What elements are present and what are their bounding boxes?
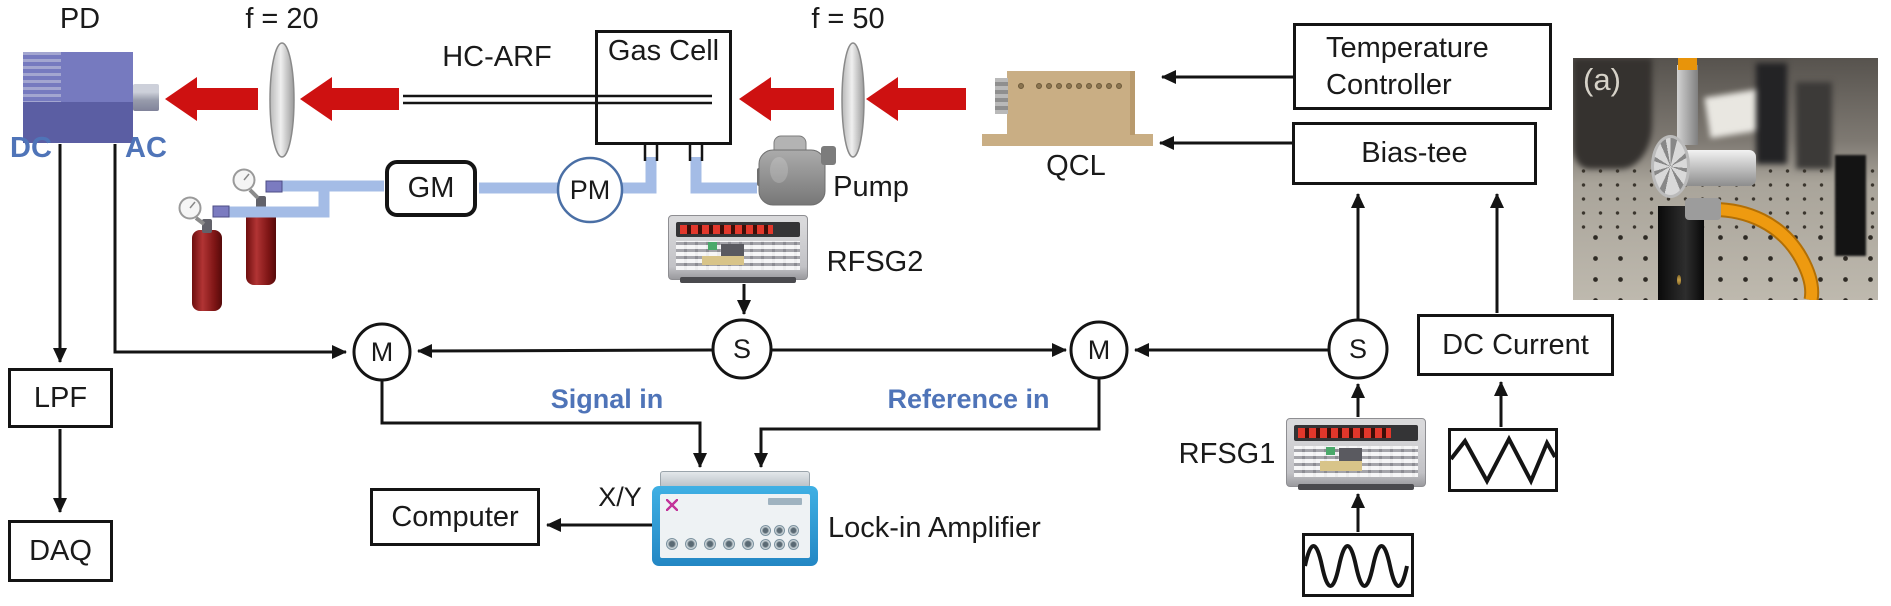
photo-optic-mount2 [1795,82,1833,170]
lockin-brand-mark [768,498,802,505]
photo-background-blur [1573,58,1653,170]
photo-flange-wheel [1650,135,1691,199]
f50-label: f = 50 [811,2,885,35]
gas-cell-label: Gas Cell [607,35,720,67]
lockin-instrument [652,486,818,566]
qcl-baseplate [982,134,1153,146]
photo-brass-screw [1676,275,1682,285]
bnc-connector-row [666,538,754,550]
signal-lines [53,70,1508,532]
reference-in-label: Reference in [887,383,1050,414]
daq-box: DAQ [8,520,113,582]
orange-fiber-cable-icon [1685,198,1820,300]
heatsink-fins-icon [23,52,61,102]
bnc-connector-cluster [760,525,804,550]
dc-current-label: DC Current [1442,328,1589,361]
splitter-right-label: S [1348,333,1367,364]
photo-post [1658,205,1705,300]
gas-cell-box: Gas Cell [595,30,732,145]
sine-wave-box [1302,533,1414,597]
f20-label: f = 20 [245,2,319,35]
gm-label: GM [407,172,455,204]
tube-fitting-right [265,180,283,193]
pd-connector [133,84,159,111]
triangle-wave-icon [1451,434,1555,486]
photo-tag-label: (a) [1583,62,1621,97]
sine-wave-icon [1305,544,1409,588]
triangle-wave-box [1448,428,1558,492]
pm-label: PM [569,174,611,205]
line-pd-ac-to-mixer [113,144,347,359]
tube-fitting-left [212,205,230,218]
lpf-label: LPF [33,381,88,414]
lens-f50-icon [841,42,865,158]
gas-cylinder-left [192,219,222,311]
beam-arrow-4 [866,77,966,121]
rfsg1-display [1293,425,1419,442]
zurich-logo-icon [666,499,678,511]
line-splitter-to-mixer-left [417,343,713,358]
dc-current-box: DC Current [1417,314,1614,376]
temperature-controller-label-line1: Temperature [1326,32,1489,65]
pressure-gauge-left-icon [178,196,206,226]
lockin-label: Lock-in Amplifier [828,511,1041,544]
pump-label: Pump [833,170,909,203]
qcl-label: QCL [1046,149,1106,182]
bias-tee-label: Bias-tee [1361,137,1468,169]
mixer-right-label: M [1087,334,1111,365]
tube-left-cylinder [218,186,330,218]
pd-detector [23,52,133,143]
lockin-face [660,494,810,558]
rfsg1-instrument [1286,418,1426,490]
daq-label: DAQ [29,534,92,567]
bias-tee-box: Bias-tee [1292,122,1537,185]
gas-tube-lines [218,157,757,218]
tube-pm-to-cell [621,157,657,194]
hc-arf-label: HC-ARF [442,40,552,73]
lens-f20-icon [269,42,295,158]
beam-arrow-2 [300,77,399,121]
beam-arrow-3 [739,77,834,121]
lpf-box: LPF [8,368,113,428]
dc-label: DC [10,131,52,164]
tube-cell-to-pump [690,157,757,194]
rfsg2-display [675,221,801,237]
optical-table-holes2 [1573,227,1878,300]
temperature-controller-label-line2: Controller [1326,68,1452,101]
gas-cell-ports [643,145,704,161]
pressure-gauge-right-icon [232,168,260,200]
splitter-center-label: S [732,333,751,364]
photo-valve [1676,65,1699,146]
photo-optic-mount [1756,62,1787,165]
qcl-connector [995,78,1008,114]
signal-in-label: Signal in [550,383,664,414]
photo-inset: (a) [1573,58,1878,300]
rfsg2-label: RFSG2 [826,245,924,278]
photo-valve-tip [1678,58,1697,71]
computer-box: Computer [370,488,540,546]
gas-cylinder-right [246,196,276,285]
ac-label: AC [125,131,167,164]
qcl-laser [1007,71,1135,135]
photo-post-right [1835,154,1866,257]
qcl-pin-dots-icon [1018,83,1122,89]
vacuum-pump-icon [757,135,836,206]
mixer-left-label: M [370,336,394,367]
laser-beam-arrows [165,77,966,121]
gm-box: GM [385,160,477,217]
temperature-controller-box: Temperature Controller [1293,23,1552,110]
rfsg1-label: RFSG1 [1178,437,1276,470]
beam-arrow-1 [165,77,258,121]
rfsg2-instrument [668,215,808,283]
computer-label: Computer [391,500,519,533]
xy-label: X/Y [598,481,642,512]
pd-label: PD [59,2,101,35]
